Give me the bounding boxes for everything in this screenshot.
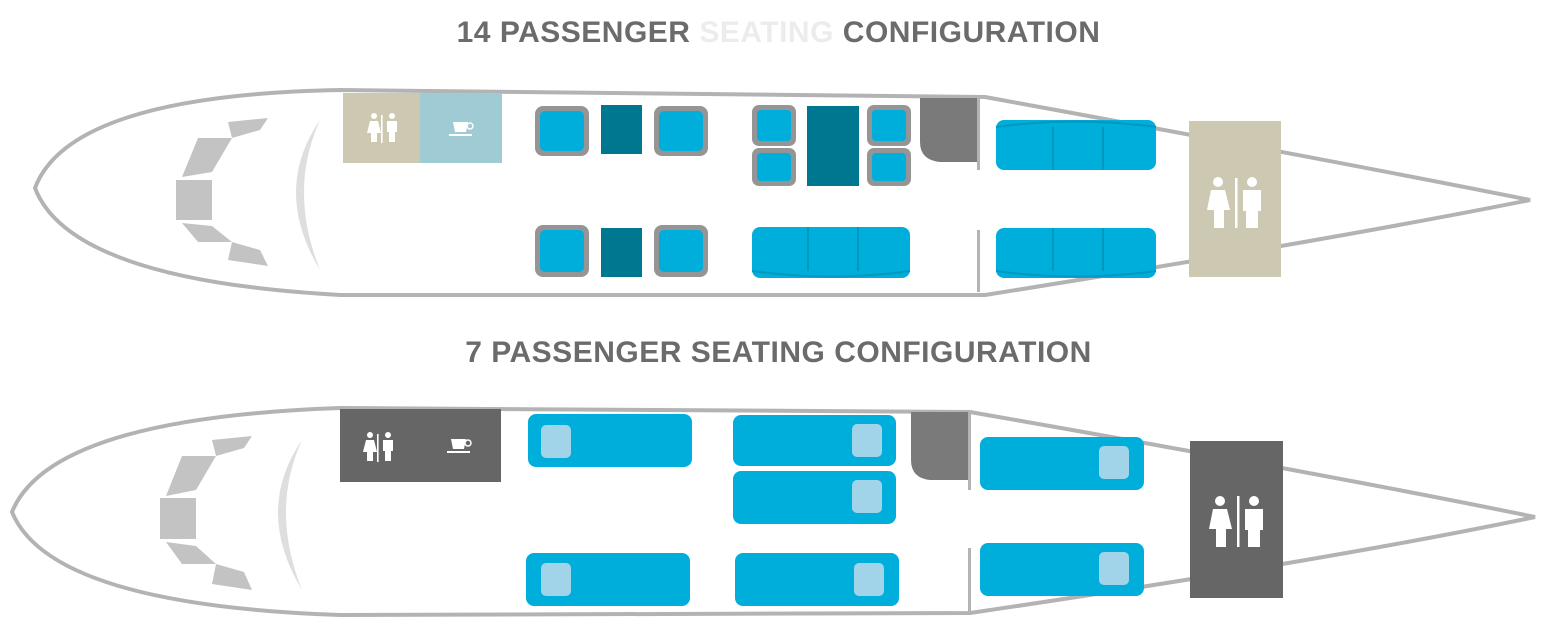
restroom-icon <box>1207 177 1261 228</box>
aft-lavatory <box>1190 441 1283 598</box>
forward-lavatory <box>340 409 418 482</box>
bulkhead-shadow <box>278 440 302 590</box>
seat-cushion <box>659 111 703 151</box>
seat <box>980 437 1144 490</box>
title-7-trail: CONFIGURATION <box>834 336 1092 369</box>
title-14-faded-word: SEATING <box>699 16 834 49</box>
table <box>807 106 859 186</box>
title-14-trail: CONFIGURATION <box>842 16 1101 49</box>
seat <box>526 553 690 606</box>
divan <box>995 120 1157 170</box>
floorplan-14-passenger <box>32 87 1531 297</box>
bulkhead-shadow <box>296 120 320 270</box>
restroom-icon <box>367 113 397 143</box>
title-7-passenger: 7 PASSENGER SEATING CONFIGURATION <box>0 336 1557 370</box>
divan <box>751 227 911 278</box>
restroom-icon <box>1209 496 1263 547</box>
title-14-lead: 14 PASSENGER <box>456 16 691 49</box>
divan <box>995 228 1157 278</box>
title-7-lead: 7 PASSENGER <box>465 336 682 369</box>
table <box>601 105 642 154</box>
title-7-middle: SEATING <box>690 336 826 369</box>
restroom-icon <box>363 432 393 462</box>
seat <box>980 543 1144 596</box>
seat <box>735 553 899 606</box>
table <box>601 228 642 277</box>
seat <box>733 415 896 466</box>
closet <box>911 412 968 480</box>
partition <box>977 230 980 292</box>
closet <box>920 98 977 162</box>
cockpit-windows <box>176 118 268 266</box>
seat <box>528 414 692 467</box>
seat <box>733 471 896 524</box>
seat-cushion <box>540 111 584 151</box>
coffee-cup-icon <box>449 122 474 136</box>
coffee-cup-icon <box>447 439 472 453</box>
floorplan-7-passenger <box>9 405 1536 618</box>
partition <box>968 412 971 490</box>
partition <box>977 98 980 170</box>
title-14-passenger: 14 PASSENGER SEATING CONFIGURATION <box>0 16 1557 50</box>
cockpit-windows <box>160 436 252 590</box>
partition <box>968 548 971 613</box>
